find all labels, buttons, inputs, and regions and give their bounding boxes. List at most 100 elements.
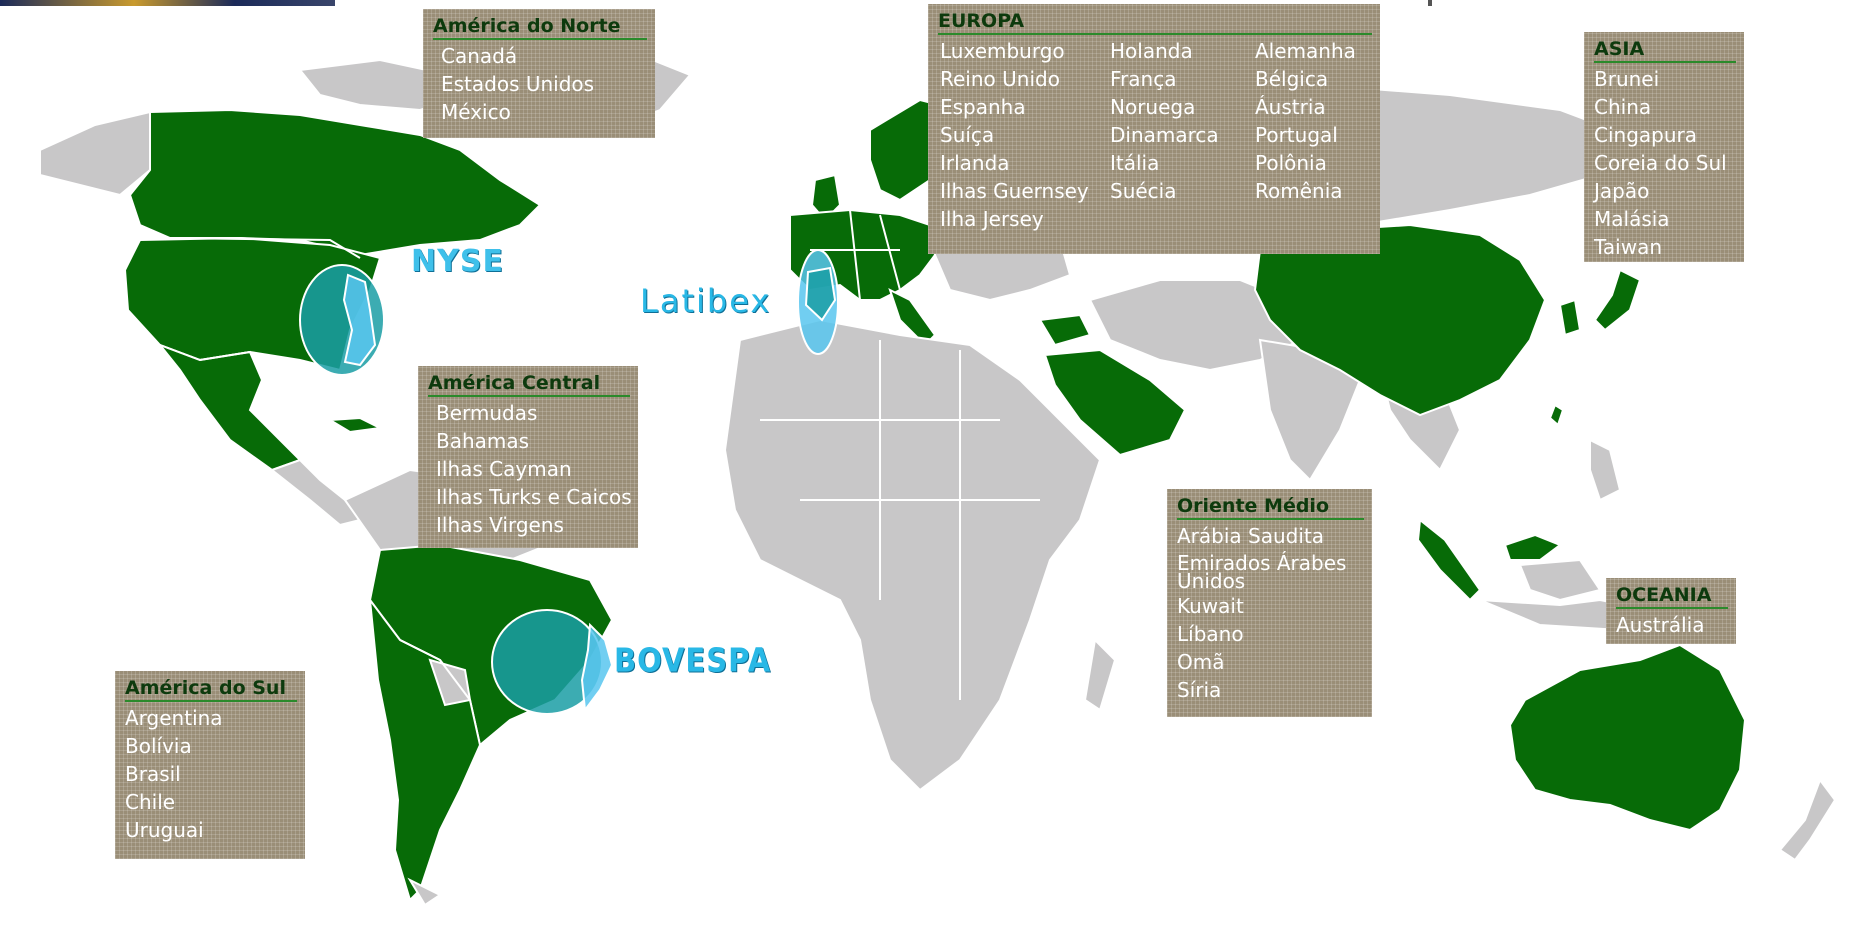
region-title-south-america: América do Sul [125,677,297,702]
country-item: Ilhas Cayman [436,457,572,481]
land-borneo-north [1503,533,1563,561]
country-item: Portugal [1255,123,1338,147]
latibex-label: Latibex [640,282,772,320]
land-scandinavia [869,98,962,202]
nyse-marker-highlight [342,273,377,367]
region-box-middle-east: Oriente Médio Arábia Saudita Emirados Ár… [1167,489,1372,717]
region-box-asia: ASIA Brunei China Cingapura Coreia do Su… [1584,32,1744,262]
region-title-north-america: América do Norte [433,15,647,40]
region-box-oceania: OCEANIA Austrália [1606,578,1736,644]
land-south-tip [407,877,442,907]
land-arabia [1043,348,1187,457]
country-item: França [1110,67,1177,91]
country-item: Espanha [940,95,1026,119]
country-item: Arábia Saudita [1177,524,1325,548]
land-canada [128,108,542,257]
country-item: Taiwan [1594,235,1663,259]
country-item: Bolívia [125,734,192,758]
land-madagascar [1083,637,1117,712]
country-item: Ilhas Turks e Caicos [436,485,632,509]
country-list-south-america: Argentina Bolívia Brasil Chile Uruguai [125,704,297,844]
land-central-america [269,458,362,527]
nyse-label: NYSE [411,244,504,279]
country-item: Holanda [1110,39,1193,63]
country-item: Itália [1110,151,1160,175]
country-item: Japão [1594,179,1650,203]
country-item: Síria [1177,678,1222,702]
country-item: China [1594,95,1652,119]
country-item: Chile [125,790,176,814]
border-africa [760,340,1040,700]
country-item: Malásia [1594,207,1670,231]
country-item: Austrália [1616,613,1705,637]
country-item: Irlanda [940,151,1010,175]
land-japan [1593,268,1642,332]
country-item: Argentina [125,706,223,730]
country-item: Brunei [1594,67,1660,91]
country-list-europe: Luxemburgo Holanda Alemanha Reino Unido … [938,37,1372,233]
country-item: Estados Unidos [441,72,595,96]
country-item: Omã [1177,650,1225,674]
region-title-asia: ASIA [1594,38,1736,63]
latibex-marker-highlight [804,266,837,322]
region-title-middle-east: Oriente Médio [1177,495,1364,520]
bovespa-marker-highlight [580,622,614,713]
country-item: Alemanha [1255,39,1356,63]
border-brazil-south [399,639,471,701]
country-item: Ilha Jersey [940,207,1044,231]
border-europe [810,209,901,301]
corner-divider [1428,0,1432,6]
region-box-south-america: América do Sul Argentina Bolívia Brasil … [115,671,305,859]
country-item: Emirados Árabes Unidos [1177,551,1347,593]
country-item: Romênia [1255,179,1343,203]
country-item: Suíça [940,123,995,147]
land-australia [1508,643,1747,832]
country-item: Uruguai [125,818,204,842]
country-list-central-america: Bermudas Bahamas Ilhas Cayman Ilhas Turk… [428,399,632,539]
country-item: Luxemburgo [940,39,1065,63]
country-item: Brasil [125,762,181,786]
country-item: Áustria [1255,95,1326,119]
country-item: Bahamas [436,429,530,453]
land-caribbean [326,416,384,434]
country-item: Ilhas Virgens [436,513,564,537]
land-china [1253,223,1547,417]
country-item: Bermudas [436,401,538,425]
country-list-middle-east: Arábia Saudita Emirados Árabes Unidos Ku… [1177,522,1364,704]
region-box-europe: EUROPA Luxemburgo Holanda Alemanha Reino… [928,4,1380,254]
corner-photo-fragment [0,0,335,6]
border-usa-canada [169,237,361,259]
country-item: Ilhas Guernsey [940,179,1089,203]
country-item: Polônia [1255,151,1327,175]
region-title-central-america: América Central [428,372,630,397]
land-korea [1558,298,1582,337]
land-syria-lebanon [1038,313,1092,347]
land-sumatra [1416,518,1482,602]
country-item: Dinamarca [1110,123,1219,147]
land-mexico [156,342,302,472]
country-item: Reino Unido [940,67,1060,91]
border-usa-mexico [159,344,251,362]
region-title-oceania: OCEANIA [1616,584,1728,609]
country-item: Cingapura [1594,123,1697,147]
country-item: México [441,100,511,124]
land-borneo [1518,558,1602,602]
land-taiwan [1548,403,1565,427]
country-item: Suécia [1110,179,1177,203]
country-item: Canadá [441,44,518,68]
country-item: Kuwait [1177,594,1244,618]
land-new-zealand [1778,777,1837,862]
country-list-oceania: Austrália [1616,611,1728,639]
region-title-europe: EUROPA [938,10,1372,35]
country-item: Noruega [1110,95,1196,119]
country-item: Líbano [1177,622,1244,646]
region-box-central-america: América Central Bermudas Bahamas Ilhas C… [418,366,638,548]
bovespa-label: BOVESPA [614,640,772,680]
country-item: Coreia do Sul [1594,151,1727,175]
land-philippines [1589,438,1622,502]
country-item: Bélgica [1255,67,1329,91]
country-list-asia: Brunei China Cingapura Coreia do Sul Jap… [1594,65,1736,261]
land-africa [723,318,1102,792]
country-list-north-america: Canadá Estados Unidos México [433,42,647,126]
region-box-north-america: América do Norte Canadá Estados Unidos M… [423,9,655,138]
